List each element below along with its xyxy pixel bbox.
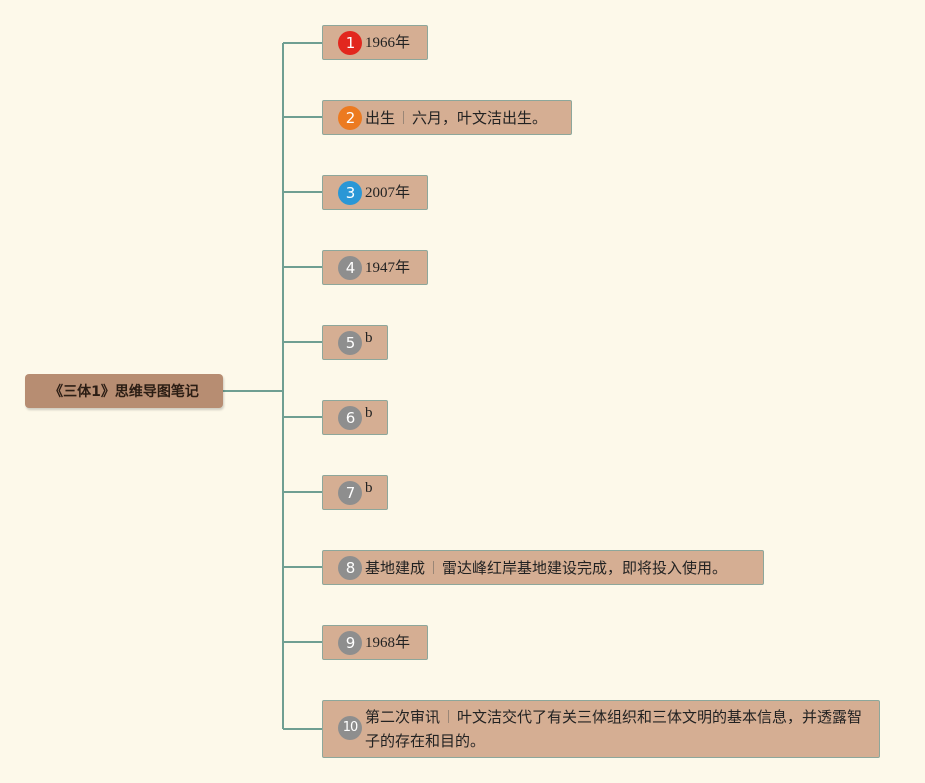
title-separator xyxy=(433,561,435,574)
topic-title: 基地建成 xyxy=(365,558,426,577)
topic-node-10[interactable]: 10 第二次审讯叶文洁交代了有关三体组织和三体文明的基本信息，并透露智子的存在和… xyxy=(322,700,880,758)
topic-node-1[interactable]: 1 1966年 xyxy=(322,25,428,60)
topic-title: b xyxy=(365,480,373,496)
topic-node-2[interactable]: 2 出生 六月，叶文洁出生。 xyxy=(322,100,572,135)
topic-detail: 雷达峰红岸基地建设完成，即将投入使用。 xyxy=(442,558,728,577)
topic-node-3[interactable]: 3 2007年 xyxy=(322,175,428,210)
topic-title: 2007年 xyxy=(365,184,411,201)
topic-title: b xyxy=(365,330,373,346)
topic-title: b xyxy=(365,405,373,421)
topic-node-5[interactable]: 5 b xyxy=(322,325,388,360)
priority-5-icon: 5 xyxy=(338,330,362,355)
priority-2-icon: 2 xyxy=(338,105,362,130)
topic-node-4[interactable]: 4 1947年 xyxy=(322,250,428,285)
priority-8-icon: 8 xyxy=(338,555,362,580)
topic-title: 出生 xyxy=(365,108,396,127)
priority-3-icon: 3 xyxy=(338,180,362,205)
priority-9-icon: 9 xyxy=(338,630,362,655)
topic-node-6[interactable]: 6 b xyxy=(322,400,388,435)
priority-6-icon: 6 xyxy=(338,405,362,430)
priority-4-icon: 4 xyxy=(338,255,362,280)
topic-detail: 叶文洁交代了有关三体组织和三体文明的基本信息，并透露智子的存在和目的。 xyxy=(365,708,863,750)
topic-title: 第二次审讯 xyxy=(365,708,441,726)
priority-7-icon: 7 xyxy=(338,480,362,505)
root-topic-label: 《三体1》思维导图笔记 xyxy=(49,384,199,400)
title-separator xyxy=(403,111,405,124)
topic-node-7[interactable]: 7 b xyxy=(322,475,388,510)
topic-text-block: 第二次审讯叶文洁交代了有关三体组织和三体文明的基本信息，并透露智子的存在和目的。 xyxy=(365,705,871,753)
topic-title: 1966年 xyxy=(365,34,411,51)
priority-10-icon: 10 xyxy=(338,716,362,740)
topic-node-8[interactable]: 8 基地建成 雷达峰红岸基地建设完成，即将投入使用。 xyxy=(322,550,764,585)
topic-title: 1968年 xyxy=(365,634,411,651)
root-topic[interactable]: 《三体1》思维导图笔记 xyxy=(25,374,223,408)
topic-title: 1947年 xyxy=(365,259,411,276)
priority-1-icon: 1 xyxy=(338,30,362,55)
title-separator xyxy=(448,710,450,723)
topic-node-9[interactable]: 9 1968年 xyxy=(322,625,428,660)
topic-detail: 六月，叶文洁出生。 xyxy=(412,108,548,127)
